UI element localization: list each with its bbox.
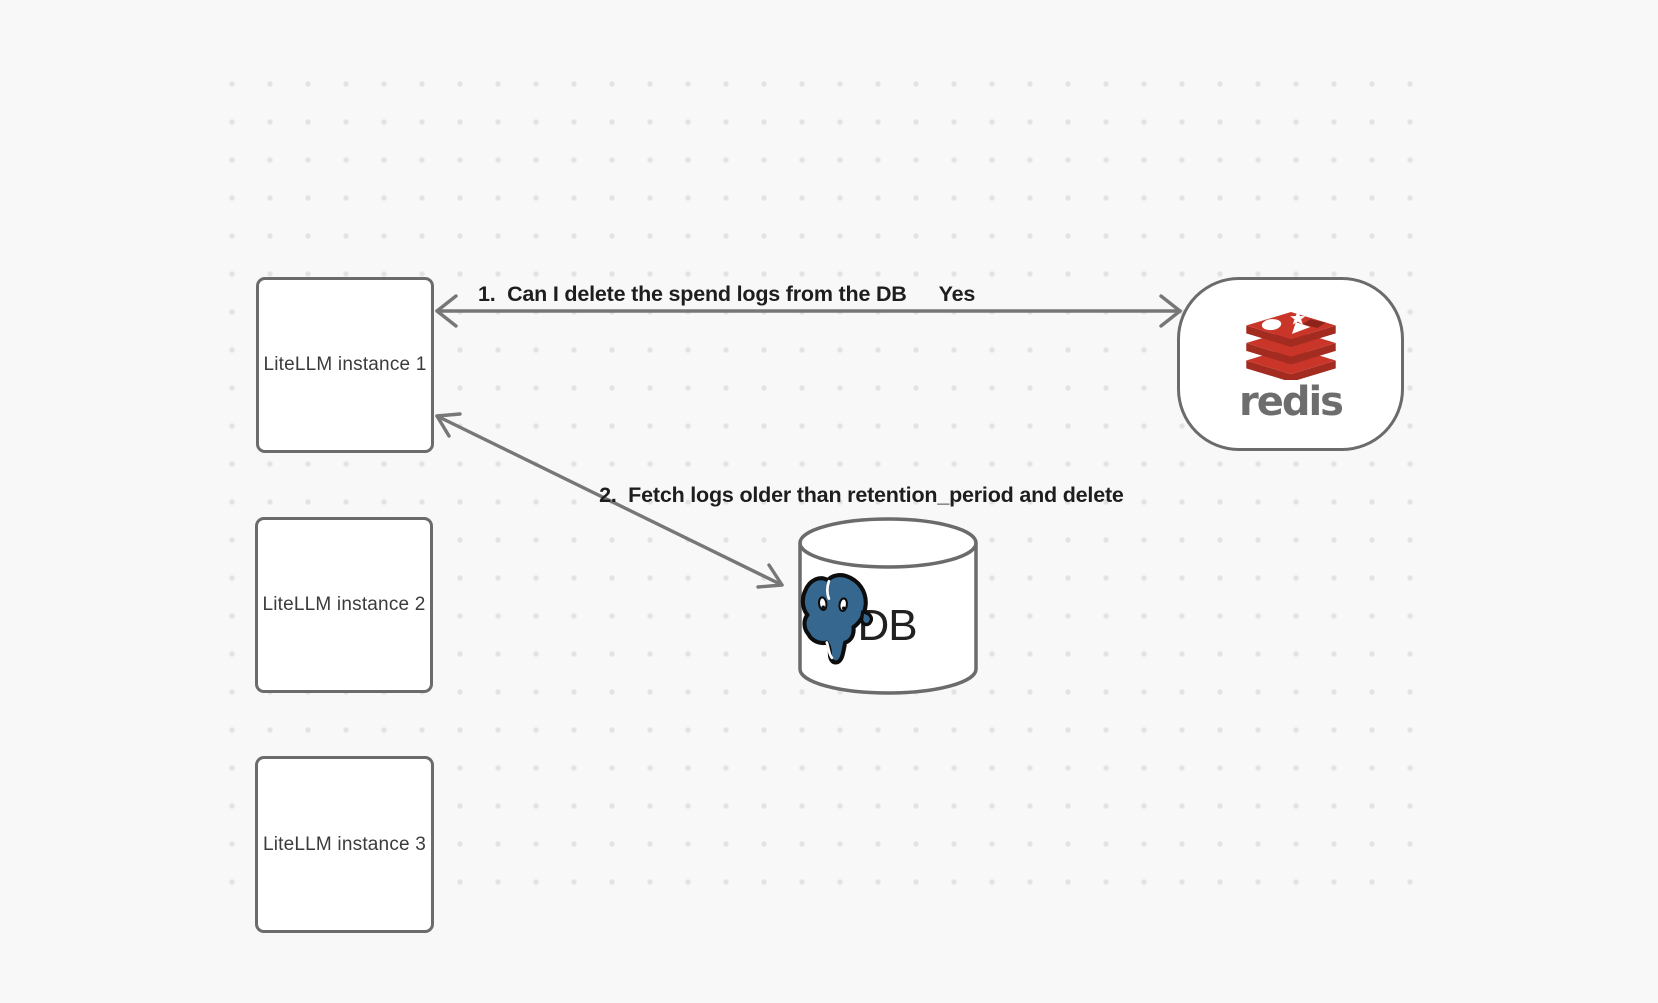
annotation-step1-question: 1. Can I delete the spend logs from the …: [478, 282, 907, 306]
node-litellm-instance-3[interactable]: LiteLLM instance 3: [255, 756, 434, 933]
node-label: LiteLLM instance 1: [263, 354, 427, 375]
arrow-fetch-and-delete[interactable]: [435, 412, 784, 589]
annotation-step1: 1. Can I delete the spend logs from the …: [478, 281, 975, 308]
annotation-step2-text: 2. Fetch logs older than retention_perio…: [599, 483, 1124, 507]
arrow-spend-logs-question[interactable]: [435, 294, 1182, 328]
postgresql-logo-icon: [800, 573, 873, 665]
node-redis[interactable]: redis: [1177, 277, 1404, 451]
node-label: LiteLLM instance 3: [262, 833, 427, 855]
node-litellm-instance-2[interactable]: LiteLLM instance 2: [255, 517, 433, 693]
node-label: LiteLLM instance 2: [262, 594, 426, 615]
annotation-step1-answer: Yes: [938, 282, 976, 306]
node-database[interactable]: DB: [795, 513, 981, 701]
redis-wordmark: redis: [1238, 379, 1344, 425]
node-litellm-instance-1[interactable]: LiteLLM instance 1: [256, 277, 434, 453]
annotation-step2: 2. Fetch logs older than retention_perio…: [576, 455, 1124, 536]
redis-logo-icon: [1245, 310, 1336, 380]
